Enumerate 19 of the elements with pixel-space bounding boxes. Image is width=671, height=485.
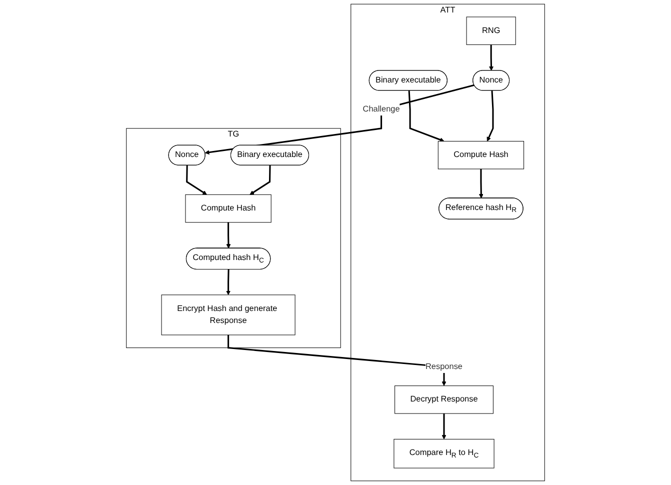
arrow — [478, 168, 484, 198]
node-box: Compare H$_{R}$ to H$_{C}$ — [394, 438, 494, 468]
arrow — [442, 414, 446, 440]
arrow — [226, 269, 231, 296]
arrow — [486, 90, 494, 142]
node-box: Encrypt Hash and generate Response — [161, 294, 296, 336]
node-box: RNG — [466, 16, 516, 45]
arrow — [186, 165, 207, 195]
node-box: Compute Hash — [185, 194, 272, 223]
arrow — [226, 222, 231, 249]
node-box: Compute Hash — [438, 140, 524, 170]
arrow — [489, 44, 494, 71]
arrow — [204, 84, 474, 155]
node-box: Decrypt Response — [394, 386, 494, 414]
arrow — [228, 334, 446, 386]
arrow — [408, 90, 444, 142]
edge-label: Challenge — [362, 104, 400, 114]
arrow — [250, 165, 271, 195]
edge-label: Response — [426, 362, 463, 371]
